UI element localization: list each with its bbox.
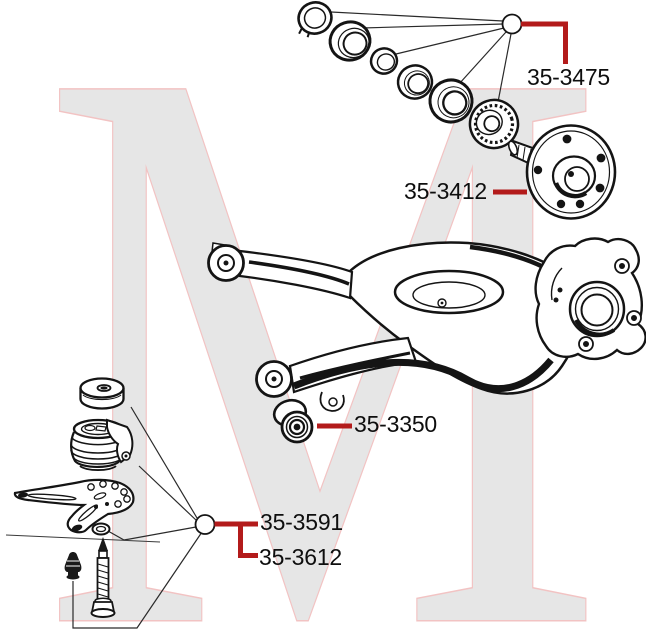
pivot-bolt [90,537,116,618]
callout-leader-lines-hardware [72,406,203,629]
arm-upper-beam [238,249,354,300]
callout-node-bearing-kit [501,13,523,35]
mount-hardware-group [5,377,203,629]
part-label-hardware-kit: 35-3612 [259,544,343,570]
sealing-ring [91,522,111,536]
part-label-bracket-kit: 35-3591 [260,509,344,535]
hub-carrier [534,237,646,361]
arm-bushing-illustration [272,398,314,444]
arm-lower-eye [255,360,293,398]
buffer-screw [64,552,82,580]
anchor-bracket-plate [13,478,135,534]
lock-ring [297,1,333,38]
part-label-arm-bushing: 35-3350 [354,411,438,437]
rubber-mount [70,418,134,471]
part-label-bearing-kit: 35-3475 [527,64,611,90]
callout-line-35-3612 [238,521,258,558]
small-ring [369,47,399,75]
trailing-arm-illustration [207,237,646,412]
bearing-cup [428,78,474,124]
spacer-ring [396,64,434,100]
callout-leader-lines-bearings [330,11,512,103]
buffer-washer [79,377,125,410]
hub-stud-holes [533,134,606,209]
rear-hub-illustration [507,124,617,220]
bearing-stack-illustration [297,1,520,150]
part-label-hub: 35-3412 [404,178,488,204]
callout-node-bracket-kit [194,514,216,535]
tapered-roller-bearing [468,98,520,150]
arm-front-eye [207,242,245,282]
callout-line-35-3475 [521,21,568,64]
seal-ring [328,20,372,62]
